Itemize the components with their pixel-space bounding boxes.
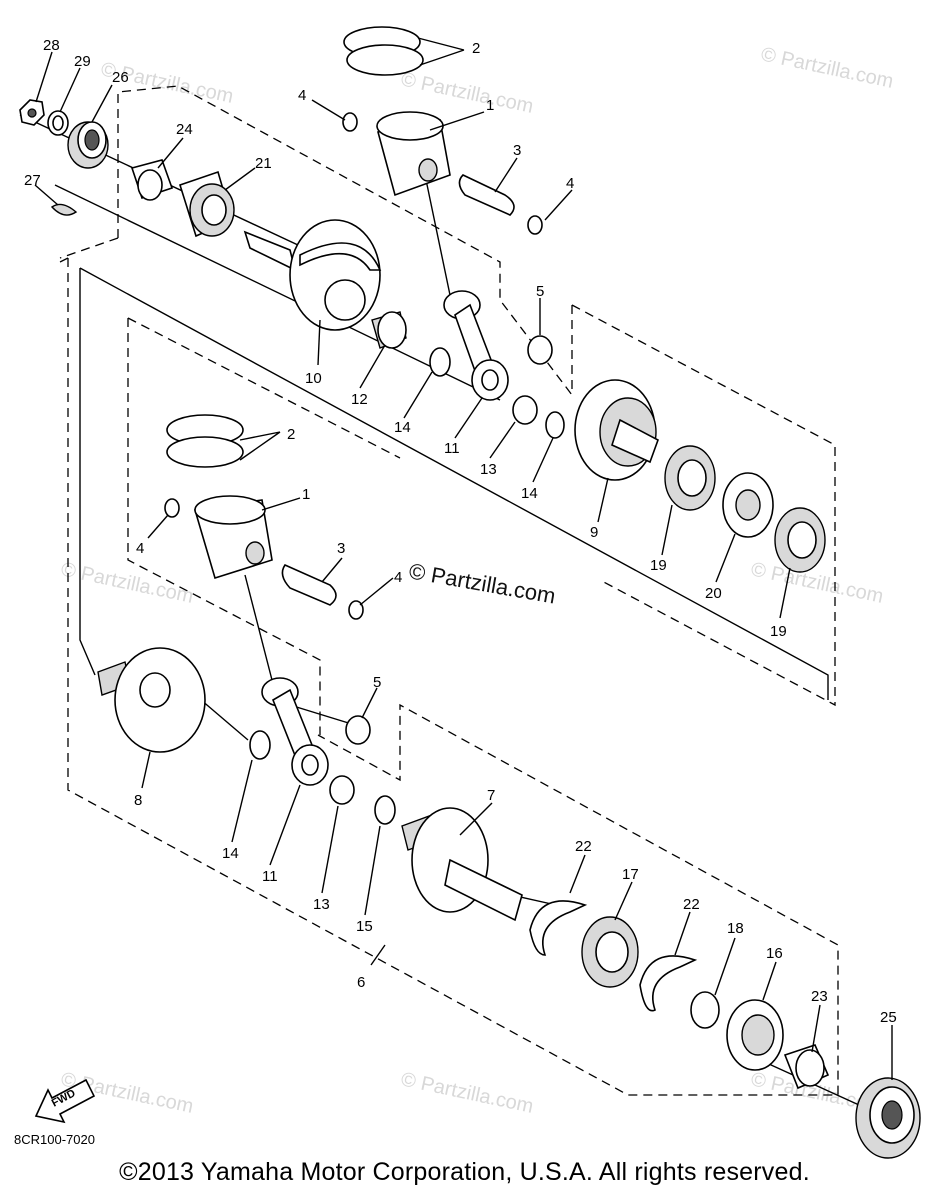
callout: 8: [134, 792, 142, 809]
callout: 18: [727, 920, 744, 937]
callout: 14: [521, 485, 538, 502]
part-28-nut: [19, 99, 45, 126]
callout: 4: [566, 175, 574, 192]
part-2-rings-lower: [166, 414, 244, 468]
watermark: © Partzilla.com: [759, 43, 895, 93]
part-14-washer: [249, 730, 271, 760]
callout: 23: [811, 988, 828, 1005]
leader-lines: [34, 37, 893, 1080]
part-4-clip: [348, 600, 364, 620]
callout: 3: [513, 142, 521, 159]
callout: 5: [536, 283, 544, 300]
part-26-oil-seal: [67, 121, 109, 169]
assembly-outline-right: [571, 304, 836, 707]
callout: 14: [394, 419, 411, 436]
copyright-notice: ©2013 Yamaha Motor Corporation, U.S.A. A…: [119, 1158, 810, 1186]
part-8-crank-lower: [97, 647, 206, 753]
callout-labels: 28 29 26 24 21 27 2 4 1 3 4 10 12 5 14 1…: [24, 37, 897, 1026]
assembly-outline-upper: [117, 85, 573, 396]
callout: 1: [302, 486, 310, 503]
part-27-key: [50, 203, 78, 216]
part-22-circlip: [529, 900, 588, 956]
part-3-pin-upper: [458, 174, 515, 216]
callout: 9: [590, 524, 598, 541]
callout: 24: [176, 121, 193, 138]
part-1-piston-lower: [193, 495, 273, 580]
callout: 2: [287, 426, 295, 443]
part-24-bearing: [130, 159, 174, 201]
part-11-conrod-upper: [443, 290, 509, 401]
part-15-washer: [374, 795, 396, 825]
part-13-bearing-upper: [512, 395, 538, 425]
callout: 15: [356, 918, 373, 935]
watermark-main: © Partzilla.com: [407, 558, 557, 608]
part-1-piston-upper: [376, 111, 451, 197]
watermark: © Partzilla.com: [399, 68, 535, 118]
part-3-pin-lower: [281, 564, 337, 606]
callout: 29: [74, 53, 91, 70]
part-12-crank-pin: [371, 311, 407, 349]
part-16-sprocket: [726, 999, 784, 1071]
callout: 26: [112, 69, 129, 86]
part-7-crank-lower-right: [401, 807, 523, 922]
part-14-washer: [545, 411, 565, 439]
part-14-washer: [429, 347, 451, 377]
callout: 17: [622, 866, 639, 883]
callout: 5: [373, 674, 381, 691]
assembly-outline-left: [127, 318, 321, 735]
part-4-clip: [164, 498, 180, 518]
callout: 25: [880, 1009, 897, 1026]
watermark: © Partzilla.com: [399, 1068, 535, 1118]
callout: 19: [650, 557, 667, 574]
part-22-circlip: [639, 955, 698, 1012]
part-20-sprocket: [722, 472, 774, 538]
callout: 28: [43, 37, 60, 54]
callout: 11: [444, 440, 460, 457]
callout: 13: [480, 461, 497, 478]
callout: 27: [24, 172, 41, 189]
assembly-outline-bottom: [67, 258, 839, 1096]
part-5-bushing-lower: [345, 715, 371, 745]
callout: 22: [575, 838, 592, 855]
part-4-clip: [342, 112, 358, 132]
callout: 21: [255, 155, 272, 172]
part-25-oil-seal: [855, 1077, 921, 1159]
callout: 19: [770, 623, 787, 640]
callout: 3: [337, 540, 345, 557]
callout: 10: [305, 370, 322, 387]
callout: 2: [472, 40, 480, 57]
part-13-bearing-lower: [329, 775, 355, 805]
callout: 4: [394, 569, 402, 586]
guide-line: [54, 184, 501, 401]
callout: 1: [486, 97, 494, 114]
callout: 11: [262, 868, 278, 885]
callout: 4: [298, 87, 306, 104]
callout: 16: [766, 945, 783, 962]
part-17-bearing: [581, 916, 639, 988]
callout: 6: [357, 974, 365, 991]
part-18-ring: [690, 991, 720, 1029]
part-10-crank-upper: [243, 219, 382, 331]
part-11-conrod-lower: [261, 677, 329, 786]
part-19-bearing: [664, 445, 716, 511]
part-4-clip: [527, 215, 543, 235]
callout: 4: [136, 540, 144, 557]
part-23-bearing: [783, 1044, 830, 1090]
part-9-crank-right: [574, 379, 659, 481]
callout: 14: [222, 845, 239, 862]
part-5-bushing-upper: [527, 335, 553, 365]
part-21-bearing: [179, 170, 235, 238]
part-19-bearing: [774, 507, 826, 573]
callout: 22: [683, 896, 700, 913]
part-code: 8CR100-7020: [14, 1132, 95, 1147]
part-29-washer: [47, 110, 69, 136]
watermark: © Partzilla.com: [749, 558, 885, 608]
callout: 12: [351, 391, 368, 408]
callout: 13: [313, 896, 330, 913]
callout: 20: [705, 585, 722, 602]
part-2-rings-upper: [343, 26, 424, 76]
callout: 7: [487, 787, 495, 804]
